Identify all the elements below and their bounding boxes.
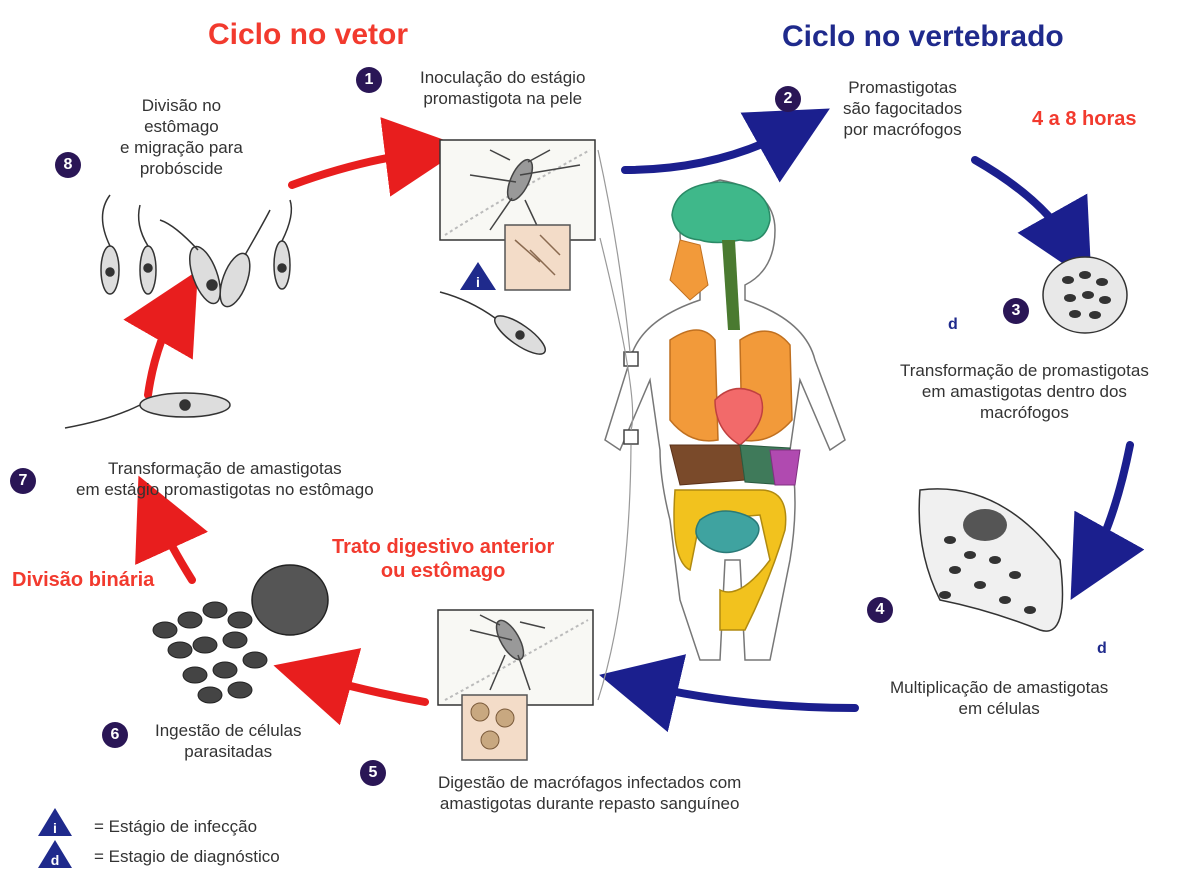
amastigote-cluster	[153, 565, 328, 703]
elongated-promastigote	[65, 393, 230, 428]
arrow-5-to-6	[312, 676, 425, 702]
brain	[672, 182, 770, 243]
digestive-tract-label: Trato digestivo anterior ou estômago	[332, 535, 554, 583]
step-1-text: Inoculação do estágio promastigota na pe…	[420, 67, 585, 109]
human-body-figure	[598, 150, 845, 700]
arrow-2-to-3	[975, 160, 1072, 248]
svg-text:i: i	[476, 274, 480, 290]
diagnostic-stage-marker: d	[1097, 640, 1107, 658]
legend-infective-icon: i	[38, 808, 72, 836]
dividing-promastigotes	[101, 195, 291, 310]
binary-division-label: Divisão binária	[12, 568, 154, 592]
step-6-text: Ingestão de células parasitadas	[155, 720, 302, 762]
svg-text:d: d	[51, 852, 60, 868]
time-label: 4 a 8 horas	[1032, 107, 1137, 131]
vertebrate-cycle-title: Ciclo no vertebrado	[782, 20, 1064, 54]
infected-cell-multiplication	[919, 489, 1062, 631]
arrow-7-to-8	[148, 305, 178, 395]
arrow-3-to-4	[1090, 445, 1130, 565]
step-badge-4: 4	[867, 597, 893, 623]
step-badge-8: 8	[55, 152, 81, 178]
arrow-6-to-7	[155, 512, 192, 580]
step-7-text: Transformação de amastigotas em estágio …	[76, 458, 374, 500]
promastigote	[440, 292, 550, 360]
arrow-4-to-5	[638, 684, 855, 708]
legend-diagnostic-text: = Estagio de diagnóstico	[94, 846, 280, 867]
step-3-text: Transformação de promastigotas em amasti…	[900, 360, 1149, 423]
step-4-text: Multiplicação de amastigotas em células	[890, 677, 1108, 719]
vector-cycle-title: Ciclo no vetor	[208, 18, 408, 52]
sandfly-feeding-panel-top	[440, 140, 595, 290]
step-badge-6: 6	[102, 722, 128, 748]
step-2-text: Promastigotas são fagocitados por macróf…	[843, 77, 962, 140]
step-badge-5: 5	[360, 760, 386, 786]
step-badge-2: 2	[775, 86, 801, 112]
arrow-1-to-2	[625, 128, 795, 170]
sandfly-feeding-panel-bottom	[438, 610, 593, 760]
step-badge-1: 1	[356, 67, 382, 93]
step-5-text: Digestão de macrófagos infectados com am…	[438, 772, 741, 814]
diagnostic-stage-marker: d	[948, 316, 958, 334]
infective-stage-icon: i	[460, 262, 496, 290]
step-badge-7: 7	[10, 468, 36, 494]
step-badge-3: 3	[1003, 298, 1029, 324]
legend-infective-text: = Estágio de infecção	[94, 816, 257, 837]
step-8-text: Divisão no estômago e migração para prob…	[120, 95, 243, 179]
legend-diagnostic-icon: d	[38, 840, 72, 868]
liver	[670, 445, 745, 485]
svg-text:i: i	[53, 820, 57, 836]
arrow-8-to-1	[292, 152, 425, 185]
macrophage-with-amastigotes	[1043, 257, 1127, 333]
